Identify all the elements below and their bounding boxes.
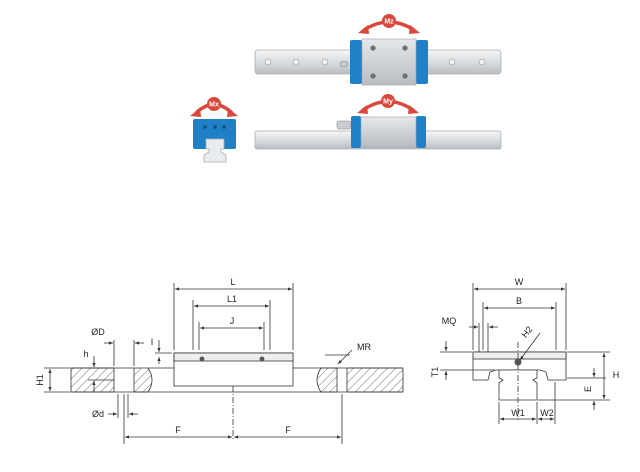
side-view-rail-block: My: [254, 94, 502, 150]
mz-arrowhead-icon: [358, 25, 369, 34]
dim-B: B: [516, 296, 522, 306]
block-screw: [370, 73, 376, 79]
mz-badge: [382, 14, 396, 28]
end-rail-profile: [203, 138, 227, 163]
mz-label: Mz: [384, 19, 394, 26]
end-view-block: Mx: [190, 97, 238, 163]
dim-OD: ØD: [91, 327, 105, 337]
block-screw: [402, 73, 408, 79]
top-view-rail-block: Mz: [254, 14, 502, 86]
mx-arrowhead-icon: [227, 108, 238, 117]
end-block-top-strip: [472, 351, 567, 360]
my-arrowhead-icon: [357, 105, 368, 114]
dim-MR: MR: [357, 342, 371, 352]
dim-F-left: F: [175, 425, 181, 435]
dim-W: W: [515, 277, 524, 287]
top-block-endcap-right: [416, 40, 428, 84]
mx-badge: [207, 97, 221, 111]
rail-hole: [264, 58, 272, 66]
dim-L: L: [230, 277, 235, 287]
rail-hole: [448, 58, 456, 66]
end-block-dot: [203, 125, 207, 129]
block-endcap-strip: [173, 352, 294, 362]
dim-W2: W2: [540, 408, 554, 418]
dim-J: J: [230, 316, 235, 326]
side-block-body: [360, 116, 417, 148]
top-block-endcap-left: [350, 40, 362, 84]
my-arrowhead-icon: [408, 105, 419, 114]
dim-T1: T1: [430, 367, 440, 378]
dim-h: h: [83, 349, 88, 359]
rail-section-right: [316, 367, 404, 393]
grease-nipple: [339, 60, 349, 68]
dim-E: E: [583, 386, 593, 392]
side-block-endcap-left: [351, 116, 361, 148]
rail-hole-left: [114, 366, 134, 394]
dim-I: I: [151, 337, 154, 347]
end-block-dot: [213, 125, 217, 129]
my-badge: [381, 94, 395, 108]
top-block-body: [361, 38, 417, 86]
grease-fitting: [336, 120, 352, 130]
rail-hole: [321, 58, 329, 66]
block-screw: [370, 45, 376, 51]
block-bolt: [259, 356, 265, 362]
block-screw: [402, 45, 408, 51]
dim-H1: H1: [35, 374, 45, 386]
side-block-endcap-right: [416, 116, 426, 148]
rail-hole-right: [337, 366, 347, 394]
rail-hole: [292, 58, 300, 66]
dim-Od: Ød: [92, 409, 104, 419]
dim-H: H: [613, 370, 620, 380]
end-section-drawing: [440, 283, 610, 424]
dim-W1: W1: [511, 408, 525, 418]
end-rail-section: [498, 369, 538, 401]
block-bolt: [199, 356, 205, 362]
dim-L1: L1: [227, 294, 237, 304]
end-block-dot: [222, 125, 226, 129]
dim-MQ: MQ: [442, 316, 457, 326]
mx-arrowhead-icon: [190, 108, 201, 117]
dim-F-right: F: [285, 425, 291, 435]
rail-hole: [478, 58, 486, 66]
side-section-drawing: [44, 283, 404, 444]
mx-label: Mx: [209, 102, 219, 109]
mz-arrowhead-icon: [409, 25, 420, 34]
my-label: My: [383, 99, 393, 106]
dim-H2: H2: [520, 324, 535, 339]
